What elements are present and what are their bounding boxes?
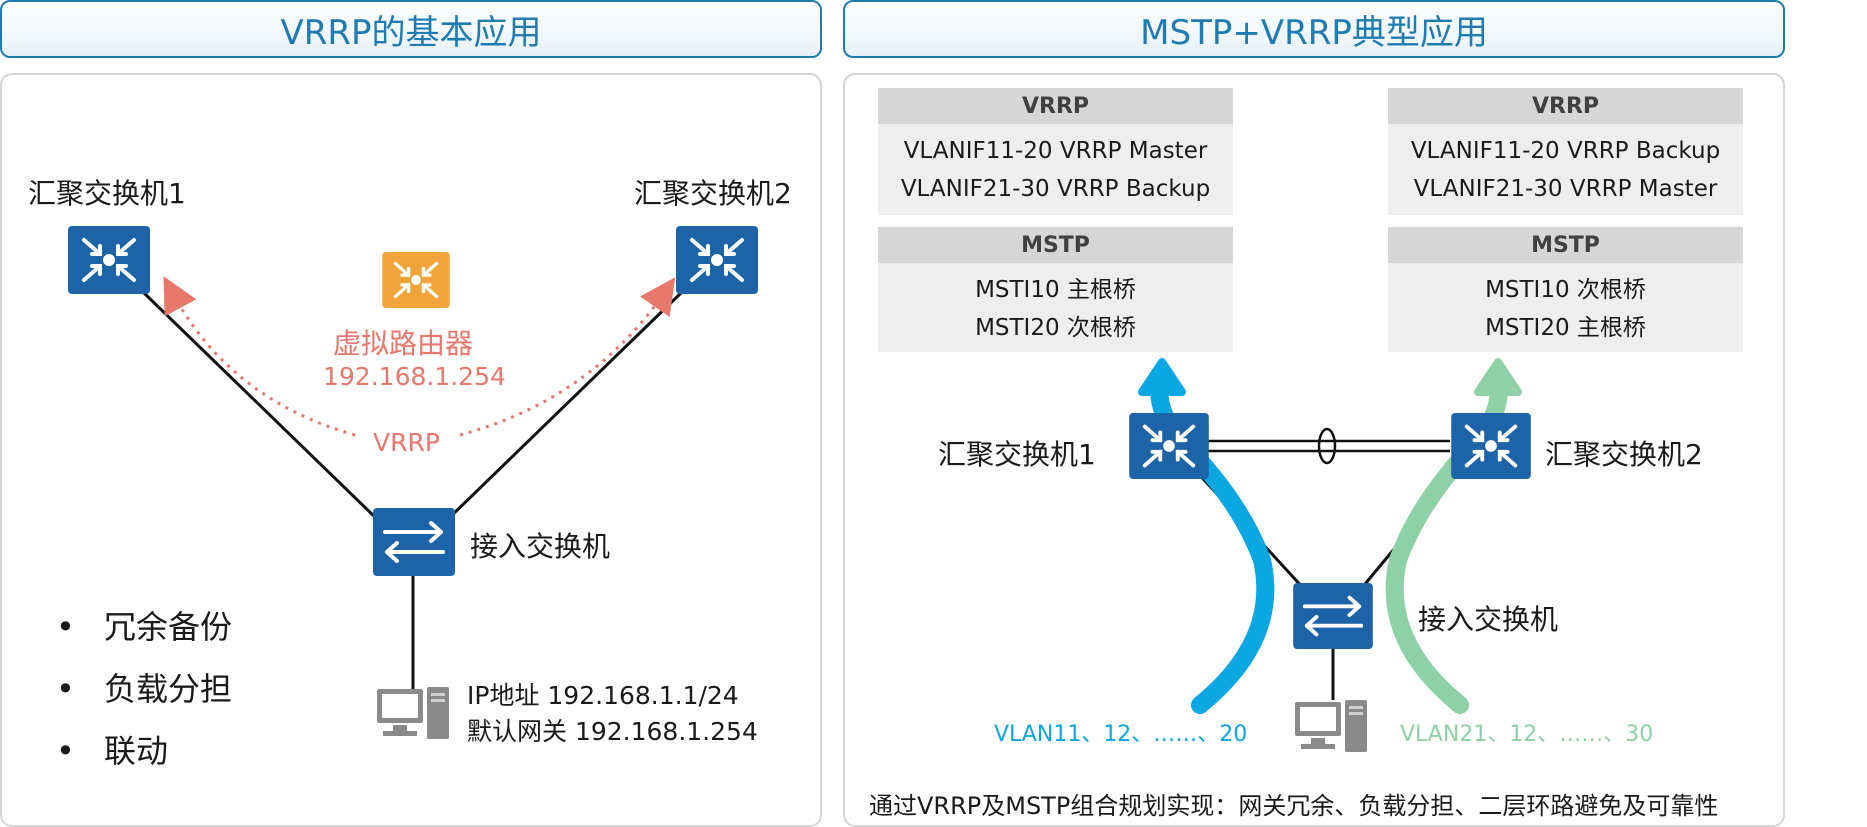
left-agg2-label: 汇聚交换机2: [634, 177, 792, 210]
mstp-line: MSTI10 主根桥: [975, 277, 1136, 303]
agg-switch-1-icon: [68, 226, 150, 294]
vrrp-arrow-left: [163, 276, 356, 437]
right-agg1-label: 汇聚交换机1: [938, 438, 1096, 471]
bullet-item: •负载分担: [56, 670, 233, 708]
left-title: VRRP的基本应用: [280, 12, 542, 53]
bullet-text: 联动: [104, 732, 169, 770]
vlan-left-label: VLAN11、12、……、20: [994, 722, 1248, 747]
mstp-line: MSTI20 次根桥: [975, 315, 1136, 341]
agg-switch-1-right-icon: [1129, 413, 1209, 479]
bullet-item: •联动: [56, 732, 169, 770]
left-title-bar: VRRP的基本应用: [0, 0, 822, 58]
left-access-label: 接入交换机: [470, 530, 611, 563]
bullet-item: •冗余备份: [56, 608, 233, 646]
agg-switch-2-right-icon: [1451, 413, 1531, 479]
agg1-vrrp-box: VRRP VLANIF11-20 VRRP Master VLANIF21-30…: [878, 88, 1233, 215]
eth-trunk-ellipse: [1317, 427, 1337, 465]
virtual-router-icon: [382, 252, 450, 308]
virtual-router-label: 虚拟路由器: [333, 327, 474, 360]
left-agg1-label: 汇聚交换机1: [28, 177, 186, 210]
vlan-right-label: VLAN21、12、……、30: [1400, 722, 1654, 747]
vrrp-box-header: VRRP: [1388, 88, 1743, 124]
pc-default-gateway: 默认网关 192.168.1.254: [467, 717, 758, 746]
vrrp-line: VLANIF21-30 VRRP Master: [1413, 176, 1718, 202]
right-agg2-label: 汇聚交换机2: [1545, 438, 1703, 471]
vrrp-label: VRRP: [373, 428, 440, 457]
right-footer-note: 通过VRRP及MSTP组合规划实现：网关冗余、负载分担、二层环路避免及可靠性: [869, 792, 1719, 820]
left-topology-links: [108, 258, 717, 705]
agg2-vrrp-box: VRRP VLANIF11-20 VRRP Backup VLANIF21-30…: [1388, 88, 1743, 215]
virtual-router-ip: 192.168.1.254: [323, 362, 506, 391]
right-title: MSTP+VRRP典型应用: [1140, 12, 1488, 53]
access-switch-icon: [373, 508, 455, 576]
agg1-mstp-box: MSTP MSTI10 主根桥 MSTI20 次根桥: [878, 227, 1233, 352]
vlan-left-arrow-head: [1138, 358, 1186, 396]
bullet-text: 负载分担: [104, 670, 233, 708]
agg-switch-2-icon: [676, 226, 758, 294]
vrrp-line: VLANIF11-20 VRRP Backup: [1410, 138, 1721, 164]
link-agg1-access: [108, 258, 380, 522]
mstp-line: MSTI20 主根桥: [1485, 315, 1646, 341]
vrrp-arrow-right: [459, 277, 676, 437]
vrrp-line: VLANIF21-30 VRRP Backup: [900, 176, 1211, 202]
access-switch-right-icon: [1293, 583, 1373, 649]
pc-ip-address: IP地址 192.168.1.1/24: [467, 681, 739, 710]
bullet-text: 冗余备份: [104, 608, 233, 646]
pc-right-icon: [1295, 700, 1367, 752]
right-title-bar: MSTP+VRRP典型应用: [843, 0, 1785, 58]
vrrp-line: VLANIF11-20 VRRP Master: [903, 138, 1208, 164]
mstp-line: MSTI10 次根桥: [1485, 277, 1646, 303]
vlan-right-arrow-head: [1474, 358, 1522, 396]
vrrp-box-header: VRRP: [878, 88, 1233, 124]
agg2-mstp-box: MSTP MSTI10 次根桥 MSTI20 主根桥: [1388, 227, 1743, 352]
right-access-label: 接入交换机: [1418, 603, 1559, 636]
mstp-box-header: MSTP: [1388, 227, 1743, 263]
mstp-box-header: MSTP: [878, 227, 1233, 263]
pc-icon: [377, 687, 449, 739]
